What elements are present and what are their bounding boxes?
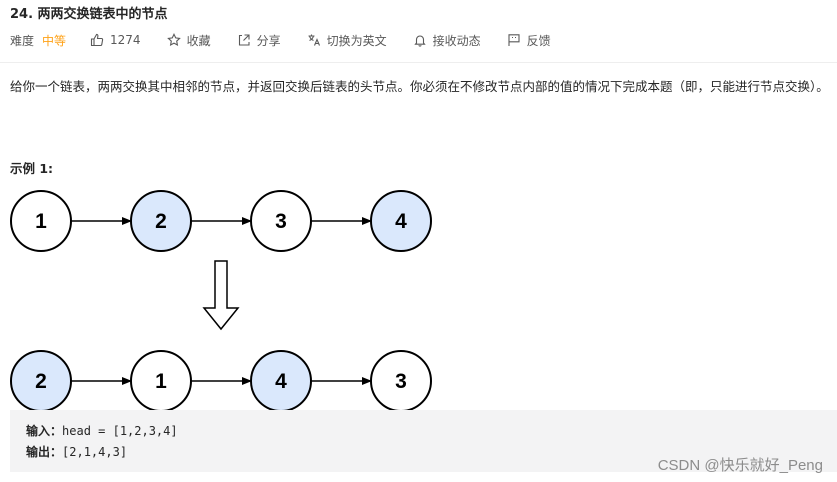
before-node-label-2: 2 (155, 210, 167, 233)
share-label: 分享 (256, 33, 281, 48)
subscribe-button[interactable]: 接收动态 (413, 32, 481, 49)
problem-description: 给你一个链表，两两交换其中相邻的节点，并返回交换后链表的头节点。你必须在不修改节… (10, 79, 829, 94)
switch-language-label: 切换为英文 (326, 33, 387, 48)
share-icon (237, 33, 251, 47)
flag-icon (507, 33, 521, 47)
before-list: 1 2 3 4 (10, 190, 432, 252)
thumbs-up-icon (90, 33, 104, 47)
before-node-label-1: 1 (35, 210, 47, 233)
problem-title: 24. 两两交换链表中的节点 (10, 7, 168, 22)
after-node-label-1: 2 (35, 370, 47, 393)
like-count: 1274 (110, 33, 141, 47)
input-value: head = [1,2,3,4] (62, 424, 178, 438)
feedback-label: 反馈 (526, 33, 551, 48)
before-node-label-4: 4 (395, 210, 407, 233)
before-node-label-3: 3 (275, 210, 287, 233)
example-output: 输出：[2,1,4,3] (26, 442, 837, 463)
after-node-label-4: 3 (395, 370, 407, 393)
after-node-label-2: 1 (155, 370, 167, 393)
after-node-4 (370, 350, 432, 410)
share-button[interactable]: 分享 (237, 32, 281, 49)
favorite-label: 收藏 (186, 33, 211, 48)
subscribe-label: 接收动态 (432, 33, 481, 48)
switch-language-button[interactable]: 切换为英文 (307, 32, 387, 49)
feedback-button[interactable]: 反馈 (507, 32, 551, 49)
linked-list-diagram: 1 2 3 4 2 1 4 3 (10, 190, 432, 410)
difficulty-label: 难度 (10, 33, 35, 48)
input-label: 输入： (26, 424, 63, 438)
favorite-button[interactable]: 收藏 (166, 32, 211, 49)
example-input: 输入：head = [1,2,3,4] (26, 421, 837, 442)
before-node-4 (370, 190, 432, 252)
star-icon (166, 33, 181, 47)
csdn-watermark: CSDN @快乐就好_Peng (657, 457, 823, 474)
output-label: 输出： (26, 445, 63, 459)
header-divider (0, 62, 837, 63)
output-value: [2,1,4,3] (62, 445, 128, 459)
problem-toolbar: 难度 中等 1274 收藏 分享 切换为英文 (10, 30, 577, 50)
bell-icon (413, 33, 427, 47)
translate-icon (307, 33, 321, 47)
like-button[interactable]: 1274 (90, 33, 141, 47)
after-node-label-3: 4 (275, 370, 287, 393)
difficulty-badge: 中等 (42, 33, 67, 48)
transform-down-arrow (202, 260, 240, 331)
after-list: 2 1 4 3 (10, 350, 432, 410)
example-io-block: 输入：head = [1,2,3,4] 输出：[2,1,4,3] (10, 410, 837, 472)
example-title: 示例 1: (10, 161, 54, 176)
